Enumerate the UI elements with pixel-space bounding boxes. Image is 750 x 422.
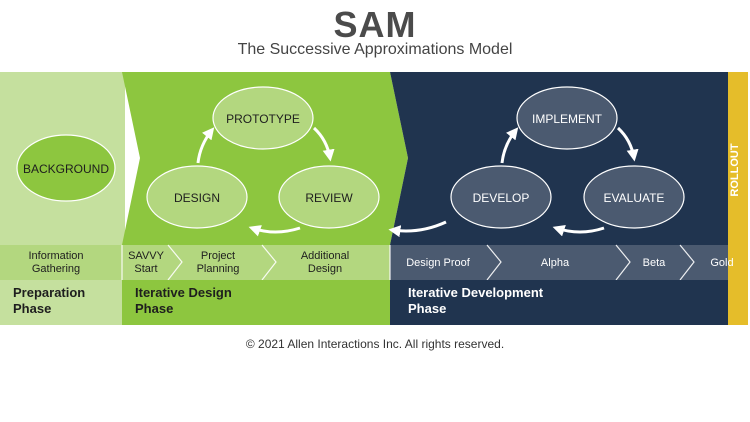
- step-design-proof: Design Proof: [406, 257, 471, 269]
- develop-to-implement-arrow: [500, 127, 519, 164]
- evaluate-node: [583, 165, 685, 229]
- evaluate-node-label: EVALUATE: [604, 191, 665, 205]
- rollout-bar: [728, 72, 748, 325]
- evaluate-to-develop-arrow: [552, 224, 605, 237]
- step-dividers: [121, 244, 695, 281]
- rollout-label: ROLLOUT: [729, 143, 741, 196]
- development-phase-bar: [390, 280, 728, 325]
- development-cycle-arrows: [500, 126, 639, 237]
- implement-node: [516, 86, 618, 150]
- background-node: [16, 134, 116, 202]
- diagram-subtitle: The Successive Approximations Model: [237, 41, 513, 58]
- design-steps-bar: [122, 245, 390, 280]
- design-phase-bar: [122, 280, 390, 325]
- diagram-title: SAM: [333, 4, 417, 45]
- develop-node: [450, 165, 552, 229]
- preparation-phase-bar: [0, 280, 122, 325]
- design-node-label: DESIGN: [174, 191, 220, 205]
- review-node-label: REVIEW: [305, 191, 353, 205]
- step-alpha: Alpha: [541, 257, 570, 269]
- review-node: [278, 165, 380, 229]
- develop-node-label: DEVELOP: [473, 191, 530, 205]
- copyright-notice: © 2021 Allen Interactions Inc. All right…: [245, 337, 505, 351]
- development-steps-bar: [390, 245, 728, 280]
- step-beta: Beta: [643, 257, 667, 269]
- design-to-prototype-arrow: [196, 127, 215, 164]
- step-gold: Gold: [710, 257, 733, 269]
- implement-to-evaluate-arrow: [616, 126, 639, 162]
- preparation-steps-bar: [0, 245, 122, 280]
- design-cycle-arrows: [196, 126, 335, 237]
- background-node-label: BACKGROUND: [23, 162, 109, 176]
- development-to-design-arrow: [388, 220, 447, 238]
- prototype-node-label: PROTOTYPE: [226, 112, 300, 126]
- review-to-design-arrow: [248, 225, 301, 237]
- design-node: [146, 165, 248, 229]
- prototype-node: [212, 86, 314, 150]
- implement-node-label: IMPLEMENT: [532, 112, 603, 126]
- prototype-to-review-arrow: [312, 126, 335, 162]
